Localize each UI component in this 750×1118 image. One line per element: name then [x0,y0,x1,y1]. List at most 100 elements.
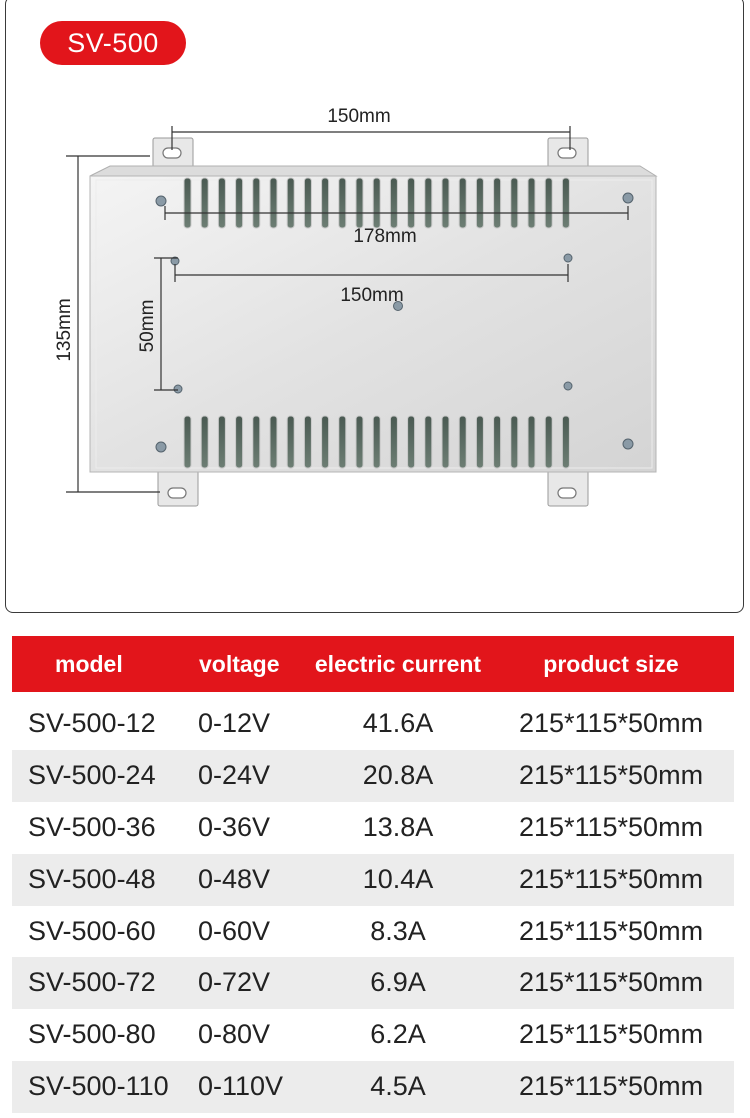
vent-slot [355,415,364,469]
cell-size: 215*115*50mm [518,759,704,790]
vent-slot [527,177,536,229]
dimension-lines [66,126,629,493]
vent-slot [561,177,570,229]
vent-slot [252,415,261,469]
vent-slot [355,177,364,229]
cell-model: SV-500-80 [28,1019,156,1050]
vent-slot [321,415,330,469]
vent-slot [252,177,261,229]
vent-slot [338,177,347,229]
header-model: model [55,651,123,677]
vent-slot [217,177,226,229]
vent-slot [183,415,192,469]
vent-slot [424,415,433,469]
table-row: SV-500-48 0-48V 10.4A 215*115*50mm [12,853,734,906]
vent-slot [407,415,416,469]
screws [155,192,634,453]
power-supply-diagram: 150mm 178mm 150mm 50mm 135mm [54,106,658,507]
cell-size: 215*115*50mm [518,863,704,894]
vent-slot [458,415,467,469]
cell-model: SV-500-36 [28,811,156,842]
vent-slot [286,415,295,469]
vent-slot [424,177,433,229]
cell-size: 215*115*50mm [518,967,704,998]
dimension-total-width: 178mm [353,226,416,247]
vent-slot [235,177,244,229]
vent-slots-top [183,177,570,229]
vent-slot [510,177,519,229]
cell-current: 4.5A [370,1071,426,1102]
vent-slot [475,415,484,469]
vent-slot [372,415,381,469]
vent-slots-bottom [183,415,570,469]
cell-model: SV-500-60 [28,915,156,946]
vent-slot [338,415,347,469]
vent-slot [527,415,536,469]
header-voltage: voltage [199,651,280,677]
vent-slot [269,415,278,469]
cell-current: 6.2A [370,1019,426,1050]
cell-size: 215*115*50mm [518,1019,704,1050]
vent-slot [372,177,381,229]
vent-slot [475,177,484,229]
vent-slot [544,177,553,229]
cell-model: SV-500-12 [28,708,156,738]
table-row: SV-500-110 0-110V 4.5A 215*115*50mm [12,1061,734,1114]
model-badge: SV-500 [40,21,186,65]
cell-model: SV-500-72 [28,967,156,998]
vent-slot [458,177,467,229]
vent-slot [321,177,330,229]
cell-voltage: 0-48V [198,863,271,894]
cell-voltage: 0-36V [198,811,271,842]
cell-current: 20.8A [362,759,434,790]
cell-current: 8.3A [370,915,426,946]
dimension-height: 135mm [54,298,75,361]
cell-voltage: 0-60V [198,915,271,946]
cell-current: 41.6A [362,708,434,738]
vent-slot [200,415,209,469]
cell-current: 6.9A [370,967,426,998]
cell-size: 215*115*50mm [518,1071,704,1102]
vent-slot [269,177,278,229]
vent-slot [544,415,553,469]
table-row: SV-500-60 0-60V 8.3A 215*115*50mm [12,906,734,958]
cell-size: 215*115*50mm [518,915,704,946]
vent-slot [561,415,570,469]
vent-slot [407,177,416,229]
cell-current: 10.4A [362,863,434,894]
table-row: SV-500-12 0-12V 41.6A 215*115*50mm [12,698,734,750]
vent-slot [217,415,226,469]
vent-slot [441,415,450,469]
cell-voltage: 0-110V [198,1071,284,1102]
vent-slot [286,177,295,229]
cell-voltage: 0-12V [198,708,271,738]
cell-size: 215*115*50mm [518,708,704,738]
vent-slot [493,177,502,229]
table-row: SV-500-36 0-36V 13.8A 215*115*50mm [12,802,734,854]
vent-slot [389,415,398,469]
dimension-top-hole-spacing: 150mm [327,106,390,127]
spec-table: model voltage electric current product s… [12,636,734,1114]
cell-size: 215*115*50mm [518,811,704,842]
cell-model: SV-500-48 [28,863,156,894]
cell-current: 13.8A [362,811,434,842]
header-size: product size [543,651,679,677]
dimension-inner-hole-spacing: 150mm [340,285,403,306]
cell-model: SV-500-24 [28,759,156,790]
vent-slot [441,177,450,229]
cell-model: SV-500-110 [28,1071,169,1102]
vent-slot [303,415,312,469]
dimension-inner-vertical: 50mm [137,300,158,353]
vent-slot [235,415,244,469]
vent-slot [183,177,192,229]
header-current: electric current [314,651,482,677]
table-header: model voltage electric current product s… [12,636,734,692]
vent-slot [493,415,502,469]
vent-slot [389,177,398,229]
vent-slot [200,177,209,229]
vent-slot [303,177,312,229]
